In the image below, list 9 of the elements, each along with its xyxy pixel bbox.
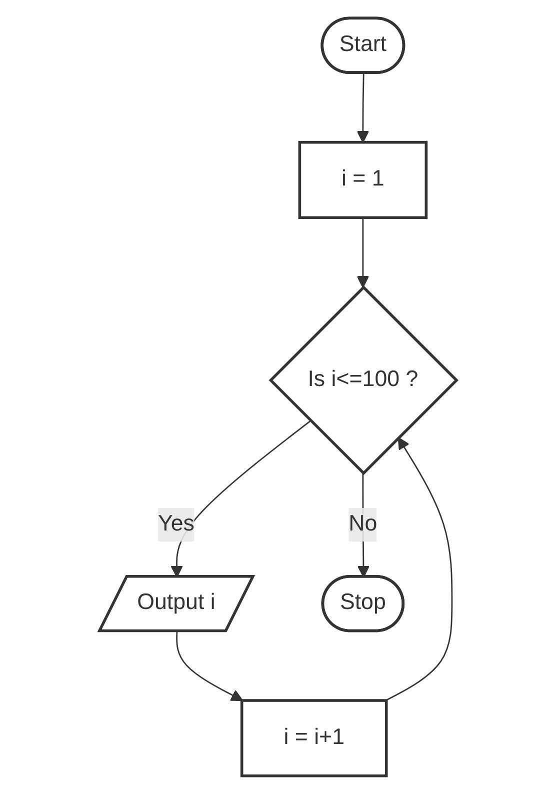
node-box: i = 1 <box>298 140 428 219</box>
arrow <box>176 630 244 701</box>
arrow <box>385 436 453 701</box>
edge-label: Yes <box>158 512 194 536</box>
node-diamond: Is i<=100 ? <box>268 284 458 475</box>
edge-label: No <box>348 512 378 536</box>
node-box: i = i+1 <box>240 698 388 777</box>
arrow <box>356 217 370 288</box>
arrow <box>356 72 370 142</box>
